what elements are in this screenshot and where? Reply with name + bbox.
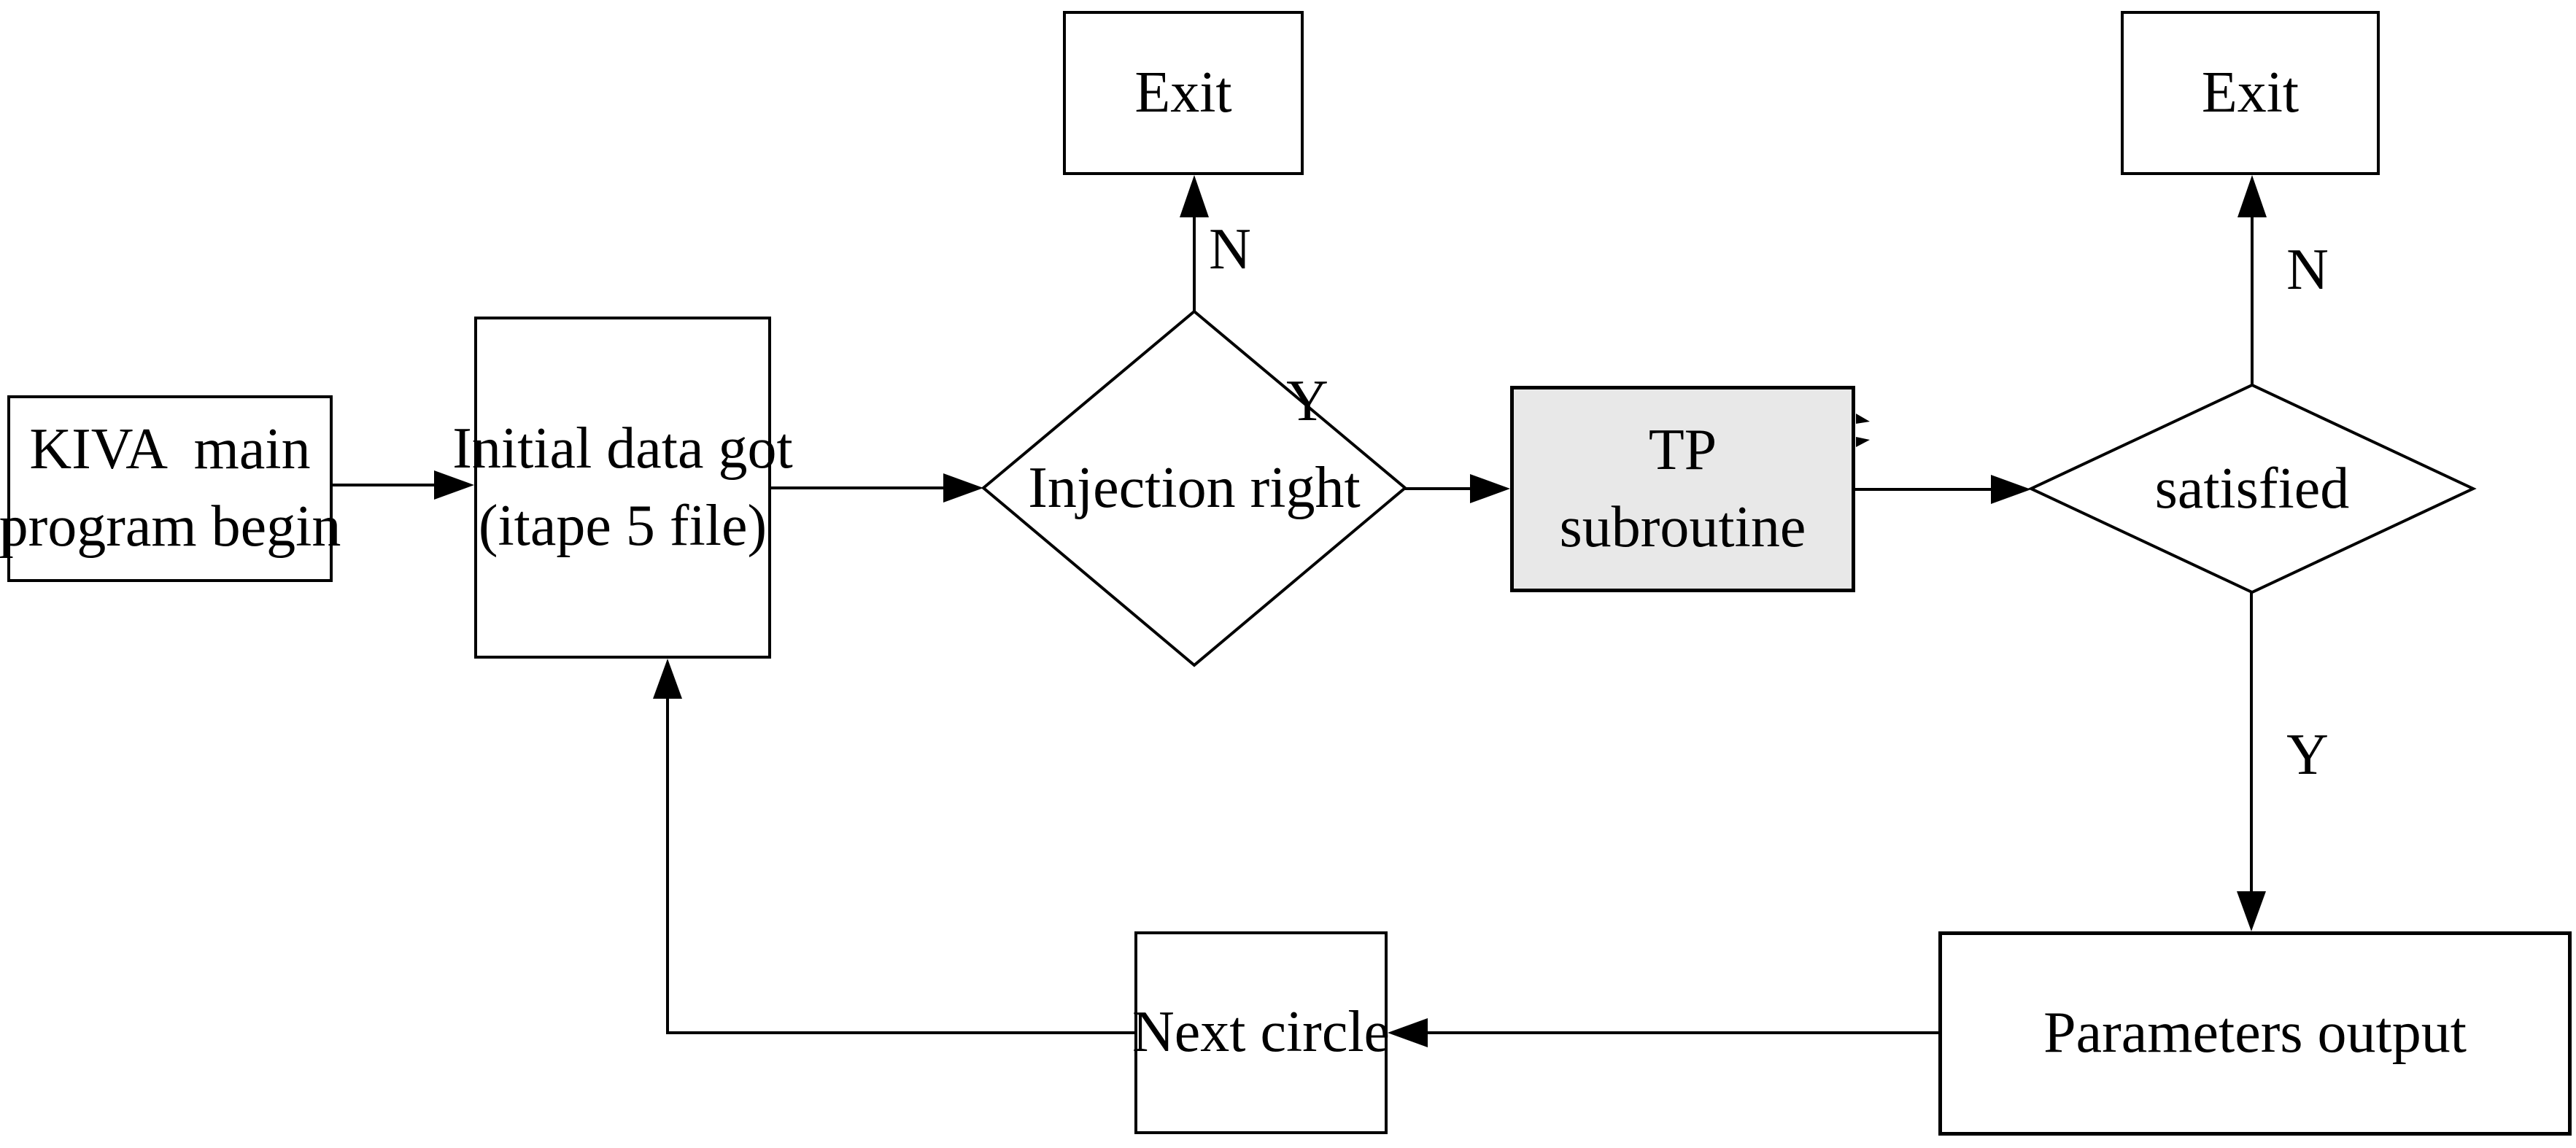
- decision-satisfied-label: satisfied: [2154, 456, 2350, 521]
- decision-satisfied-shape: [2027, 383, 2477, 594]
- arrow-tp-to-satisfied-head: [1991, 475, 2031, 504]
- node-parameters-output-label: Parameters output: [2043, 1001, 2467, 1066]
- node-tp-line1: TP: [1648, 417, 1717, 482]
- decision-injection-right-label: Injection right: [1028, 456, 1361, 520]
- arrow-initial-to-injection-head: [943, 473, 983, 503]
- node-tp-line2: subroutine: [1559, 495, 1806, 559]
- node-initial-line1: Initial data got: [452, 416, 793, 481]
- node-initial-data: Initial data got (itape 5 file): [452, 317, 793, 659]
- edge-label-satisfied-no: N: [2286, 238, 2329, 302]
- node-next-circle: Next circle: [1132, 931, 1391, 1134]
- node-initial-line2: (itape 5 file): [478, 493, 767, 558]
- arrow-satisfied-to-params-head: [2237, 891, 2266, 931]
- arrow-nextcircle-to-initial-line: [666, 697, 1134, 1034]
- node-parameters-output: Parameters output: [1938, 931, 2572, 1136]
- arrow-params-to-nextcircle-head: [1388, 1018, 1428, 1047]
- edge-label-injection-no: N: [1209, 217, 1251, 282]
- node-exit-right-label: Exit: [2201, 60, 2300, 125]
- node-kiva-line1: KIVA main: [29, 417, 311, 482]
- border-tick-artifact: [1856, 437, 1870, 447]
- node-exit-right: Exit: [2121, 11, 2380, 175]
- arrow-injection-to-exit-head: [1180, 175, 1209, 217]
- edge-label-satisfied-yes: Y: [2286, 723, 2329, 787]
- node-kiva-main-begin: KIVA main program begin: [0, 395, 341, 582]
- edge-label-injection-yes: Y: [1286, 369, 1328, 433]
- node-tp-subroutine: TP subroutine: [1510, 386, 1855, 592]
- node-exit-left-label: Exit: [1134, 60, 1232, 125]
- arrow-nextcircle-to-initial-head: [653, 659, 682, 699]
- arrow-satisfied-to-exit-head: [2237, 175, 2267, 217]
- arrow-injection-to-tp-head: [1470, 474, 1510, 503]
- border-tick-artifact: [1856, 414, 1870, 424]
- node-exit-left: Exit: [1063, 11, 1304, 175]
- arrow-kiva-to-initial-head: [434, 470, 474, 500]
- node-kiva-line2: program begin: [0, 495, 341, 559]
- node-next-circle-label: Next circle: [1132, 1000, 1391, 1065]
